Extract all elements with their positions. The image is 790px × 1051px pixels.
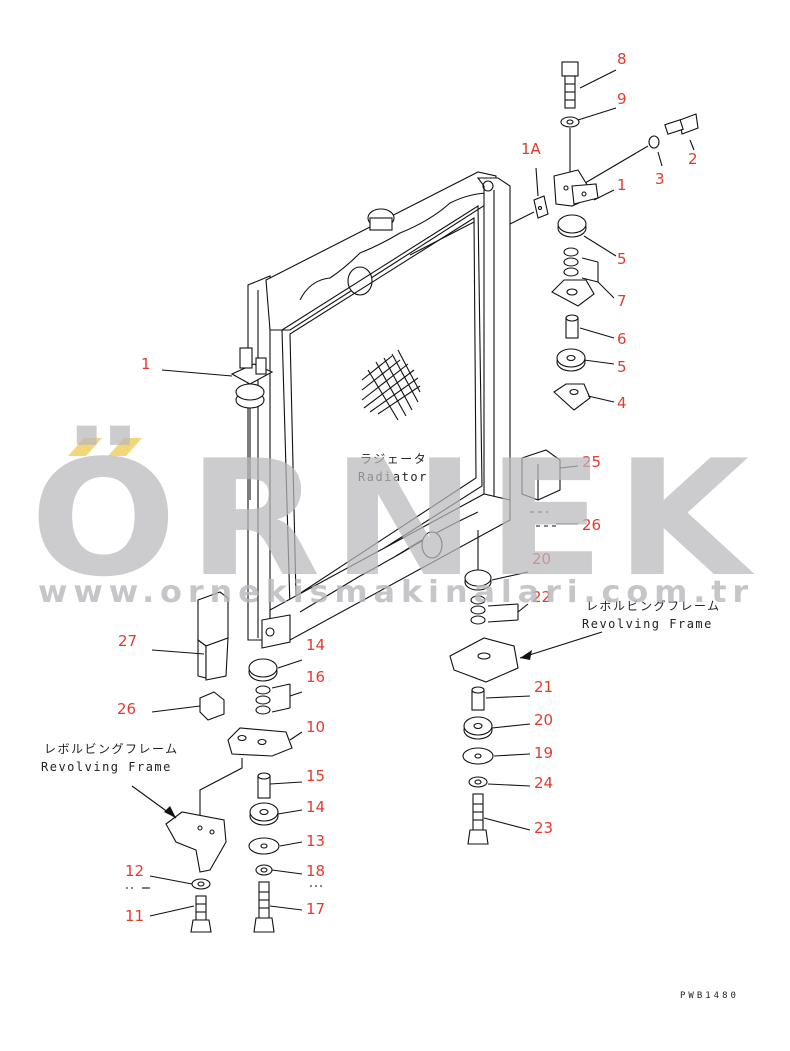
watermark-accent-right xyxy=(108,438,142,456)
right-lower-stack xyxy=(449,449,561,845)
callout-26-left: 26 xyxy=(117,700,136,718)
radiator-label-jp: ラジェータ xyxy=(360,452,427,466)
callout-12: 12 xyxy=(125,862,144,880)
callout-6: 6 xyxy=(617,330,627,348)
text-labels: ラジェータ Radiator レボルビングフレーム Revolving Fram… xyxy=(41,452,739,1001)
callout-10: 10 xyxy=(306,718,325,736)
callout-8: 8 xyxy=(617,50,627,68)
frame-label-en-right: Revolving Frame xyxy=(582,617,713,631)
callout-7: 7 xyxy=(617,292,627,310)
callout-18: 18 xyxy=(306,862,325,880)
callout-22: 22 xyxy=(532,588,551,606)
callout-24: 24 xyxy=(534,774,553,792)
callout-2: 2 xyxy=(688,150,698,168)
callout-26-right: 26 xyxy=(582,516,601,534)
watermark: ÖRNEK www.ornekismakinalari.com.tr xyxy=(30,424,760,612)
callout-21: 21 xyxy=(534,678,553,696)
callout-20-upper: 20 xyxy=(532,550,551,568)
watermark-url: www.ornekismakinalari.com.tr xyxy=(38,575,754,610)
callout-20-lower: 20 xyxy=(534,711,553,729)
callout-27: 27 xyxy=(118,632,137,650)
right-top-mount xyxy=(509,61,699,411)
frame-label-jp-left: レボルビングフレーム xyxy=(44,742,179,756)
callout-17: 17 xyxy=(306,900,325,918)
callout-3: 3 xyxy=(655,170,665,188)
callout-16: 16 xyxy=(306,668,325,686)
callout-19: 19 xyxy=(534,744,553,762)
callout-25: 25 xyxy=(582,453,601,471)
core-mesh xyxy=(361,349,421,421)
callout-14-upper: 14 xyxy=(306,636,325,654)
callout-1-right: 1 xyxy=(617,176,627,194)
callout-5-lower: 5 xyxy=(617,358,627,376)
callout-14-lower: 14 xyxy=(306,798,325,816)
callout-5-upper: 5 xyxy=(617,250,627,268)
radiator xyxy=(230,171,511,649)
callout-15: 15 xyxy=(306,767,325,785)
left-lower-stack xyxy=(165,591,293,933)
leader-lines xyxy=(126,69,695,917)
frame-label-en-left: Revolving Frame xyxy=(41,760,172,774)
callout-9: 9 xyxy=(617,90,627,108)
watermark-accent-left xyxy=(68,438,102,456)
drawing-code: PWB1480 xyxy=(680,991,739,1001)
callout-1-left: 1 xyxy=(141,355,151,373)
radiator-label-en: Radiator xyxy=(358,470,428,484)
watermark-logo: ÖRNEK xyxy=(30,424,760,612)
callout-11: 11 xyxy=(125,907,144,925)
callout-1A: 1A xyxy=(521,140,542,158)
callout-4: 4 xyxy=(617,394,627,412)
frame-label-jp-right: レボルビングフレーム xyxy=(586,599,721,613)
callout-13: 13 xyxy=(306,832,325,850)
callout-23: 23 xyxy=(534,819,553,837)
callout-numbers: 8 9 2 3 1A 1 5 7 6 5 4 1 25 26 20 22 27 … xyxy=(117,50,698,925)
